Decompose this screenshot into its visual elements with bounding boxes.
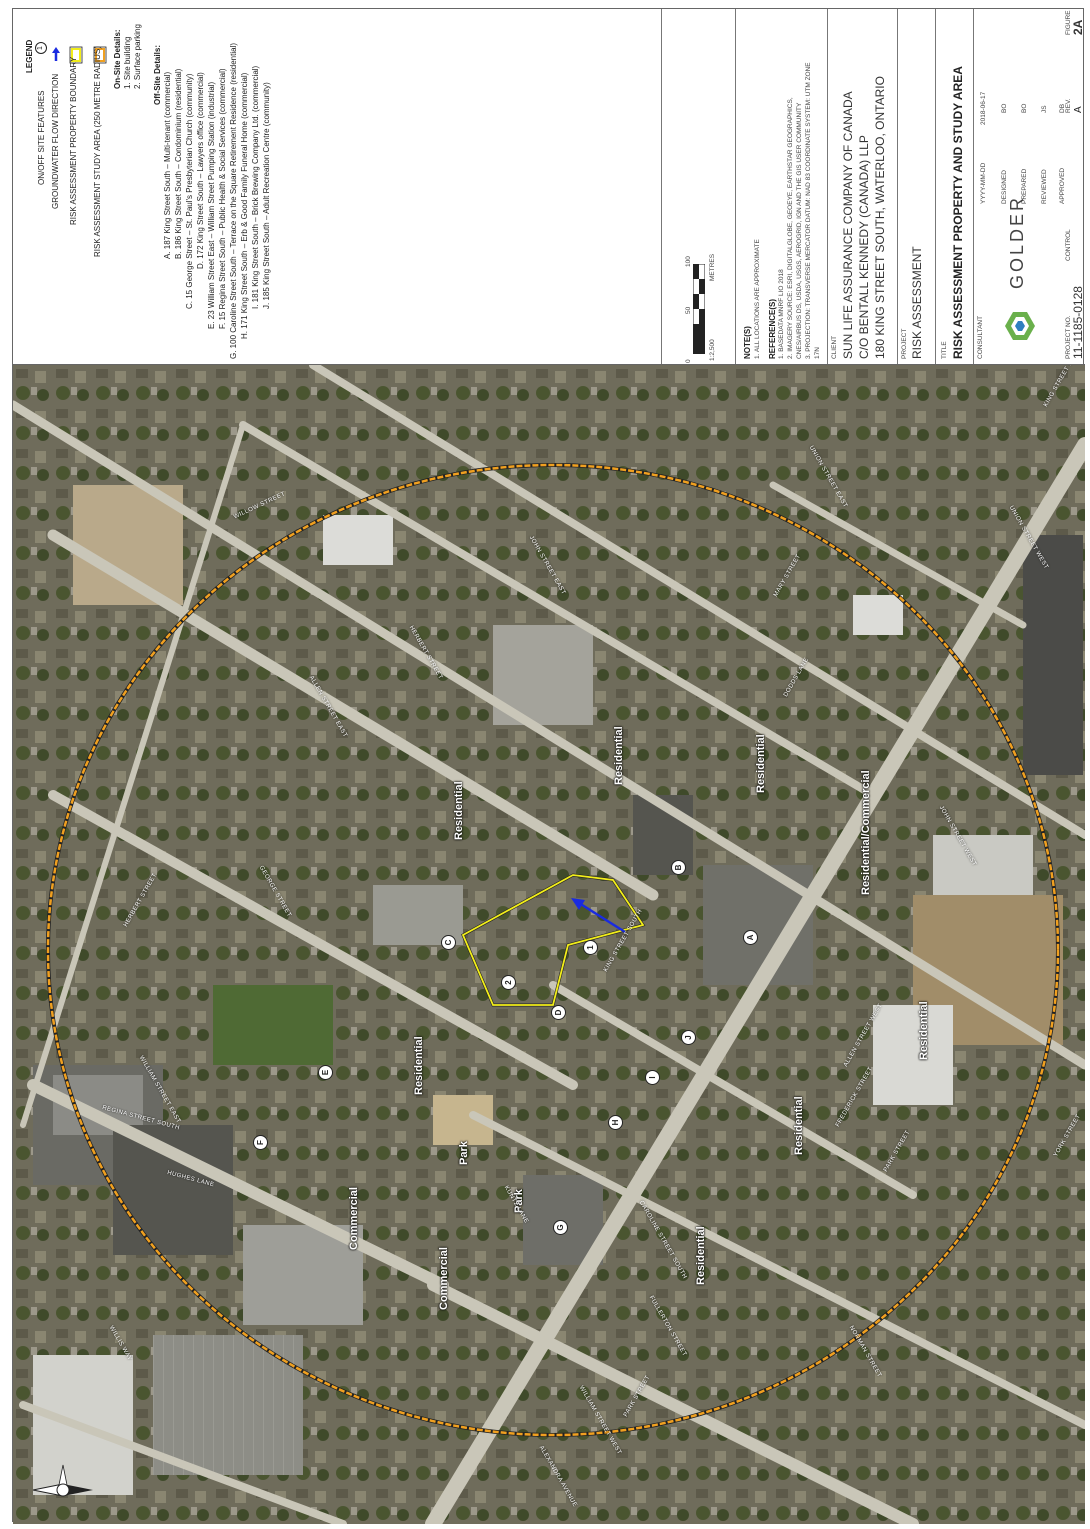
control-label: CONTROL: [1065, 229, 1072, 261]
offsite-marker: H: [608, 1115, 623, 1130]
offsite-item: I. 181 King Street South – Brick Brewing…: [251, 65, 260, 309]
offsite-marker: G: [553, 1220, 568, 1235]
offsite-item: G. 100 Caroline Street South – Terrace o…: [229, 42, 238, 359]
consultant-brand: GOLDER: [1007, 194, 1027, 289]
project-label: PROJECT: [901, 328, 908, 359]
consultant-row-val: BO: [1001, 103, 1008, 113]
sheet-frame: LEGEND 1 ON/OFF SITE FEATURES GROUNDWATE…: [12, 8, 1085, 1524]
golder-logo-icon: [1003, 309, 1037, 348]
zone-label: Residential/Commercial: [860, 770, 872, 895]
zone-label: Residential: [613, 726, 625, 785]
consultant-row-val: JS: [1041, 105, 1048, 113]
zone-label: Residential: [413, 1036, 425, 1095]
site-marker: 1: [583, 940, 598, 955]
offsite-marker: B: [671, 860, 686, 875]
offsite-item: F. 15 Regina Street South – Public Healt…: [218, 68, 227, 329]
zone-label: Residential: [755, 734, 767, 793]
figure-title: RISK ASSESSMENT PROPERTY AND STUDY AREA: [951, 66, 965, 359]
aerial-imagery: [13, 365, 1085, 1524]
offsite-marker: F: [253, 1135, 268, 1150]
divider: [897, 9, 898, 364]
notes-heading: NOTE(S): [743, 326, 752, 359]
divider: [935, 9, 936, 364]
references-heading: REFERENCE(S): [768, 298, 777, 359]
consultant-row-val: BO: [1021, 103, 1028, 113]
reference-line: 1. BASEDATA MNRF LIO 2018: [778, 269, 785, 359]
consultant-row-key: YYYY-MM-DD: [980, 162, 987, 204]
onsite-heading: On-Site Details:: [113, 29, 122, 89]
divider: [735, 9, 736, 364]
legend-item-study-area: RISK ASSESSMENT STUDY AREA (250 METRE RA…: [93, 46, 102, 257]
zone-label: Residential: [793, 1096, 805, 1155]
consultant-row-key: APPROVED: [1059, 167, 1066, 204]
offsite-item: J. 185 King Street South – Adult Recreat…: [262, 82, 271, 309]
onsite-item: 1. Site building: [123, 36, 132, 89]
scale-ratio: 1:2,500: [709, 339, 716, 361]
offsite-item: E. 23 William Street East – William Stre…: [207, 81, 216, 329]
scale-tick-50: 50: [685, 306, 692, 314]
groundwater-flow-arrow: [578, 901, 626, 934]
site-marker: 2: [501, 975, 516, 990]
project-no: 11-1185-0128: [1071, 286, 1085, 359]
legend-property-swatch: [69, 46, 85, 64]
notes-text: 1. ALL LOCATIONS ARE APPROXIMATE: [754, 239, 761, 359]
scale-tick-0: 0: [685, 359, 692, 363]
consultant-row-val: 2018-06-17: [980, 91, 987, 125]
divider: [661, 9, 662, 364]
reference-line: 3. PROJECTION: TRANSVERSE MERCATOR DATUM…: [805, 62, 812, 359]
consultant-row-key: REVIEWED: [1041, 169, 1048, 204]
rev-label: REV.: [1065, 98, 1072, 113]
legend-item-features: ON/OFF SITE FEATURES: [37, 90, 46, 185]
offsite-item: D. 172 King Street South – Lawyers offic…: [196, 72, 205, 269]
zone-label: Commercial: [438, 1247, 450, 1310]
zone-label: Residential: [918, 1001, 930, 1060]
offsite-marker: A: [743, 930, 758, 945]
offsite-item: C. 15 George Street – St. Paul's Presbyt…: [185, 73, 194, 309]
rev-value: A: [1073, 106, 1084, 113]
reference-line: 2. IMAGERY SOURCE: ESRI, DIGITALGLOBE, G…: [787, 97, 794, 359]
offsite-item: B. 186 King Street South – Condominium (…: [174, 68, 183, 259]
offsite-item: A. 187 King Street South – Multi-tenant …: [163, 71, 172, 259]
legend-heading: LEGEND: [25, 39, 34, 73]
scale-tick-100: 100: [685, 256, 692, 267]
north-arrow-icon: [32, 1464, 93, 1497]
onsite-item: 2. Surface parking: [133, 24, 142, 89]
offsite-item: H. 171 King Street South – Erb & Good Fa…: [240, 72, 249, 339]
figure-number: 2A: [1071, 19, 1085, 35]
title-label: TITLE: [941, 341, 948, 359]
scale-bar: [692, 263, 706, 355]
offsite-marker: C: [441, 935, 456, 950]
legend-marker-symbol: 1: [35, 42, 47, 54]
client-label: CLIENT: [831, 335, 838, 359]
client-line: SUN LIFE ASSURANCE COMPANY OF CANADA: [841, 91, 855, 359]
legend-arrow-icon: [51, 47, 63, 61]
offsite-heading: Off-Site Details:: [153, 44, 162, 105]
offsite-marker: I: [645, 1070, 660, 1085]
project-value: RISK ASSESSMENT: [910, 246, 924, 359]
zone-label: Residential: [453, 781, 465, 840]
reference-line: 17N: [814, 347, 821, 359]
scale-unit: METRES: [709, 253, 716, 281]
client-line: 180 KING STREET SOUTH, WATERLOO, ONTARIO: [873, 76, 887, 359]
aerial-map: Residential Residential Residential Resi…: [13, 364, 1085, 1524]
legend-item-flow: GROUNDWATER FLOW DIRECTION: [51, 73, 60, 209]
zone-label: Park: [458, 1141, 470, 1165]
consultant-row-key: DESIGNED: [1001, 170, 1008, 204]
divider: [973, 9, 974, 364]
offsite-marker: E: [318, 1065, 333, 1080]
consultant-label: CONSULTANT: [977, 315, 984, 359]
offsite-marker: J: [681, 1030, 696, 1045]
legend-study-area-swatch: [93, 46, 109, 64]
consultant-row-key: PREPARED: [1021, 168, 1028, 204]
offsite-marker: D: [551, 1005, 566, 1020]
title-block: LEGEND 1 ON/OFF SITE FEATURES GROUNDWATE…: [13, 9, 1085, 364]
legend-item-property: RISK ASSESSMENT PROPERTY BOUNDARY: [69, 56, 78, 225]
zone-label: Residential: [695, 1226, 707, 1285]
reference-line: CNES/AIRBUS DS, USDA, USGS, AEROGRID, IG…: [796, 102, 803, 359]
divider: [827, 9, 828, 364]
client-line: C/O BENTALL KENNEDY (CANADA) LLP: [857, 135, 871, 359]
zone-label: Commercial: [348, 1187, 360, 1250]
